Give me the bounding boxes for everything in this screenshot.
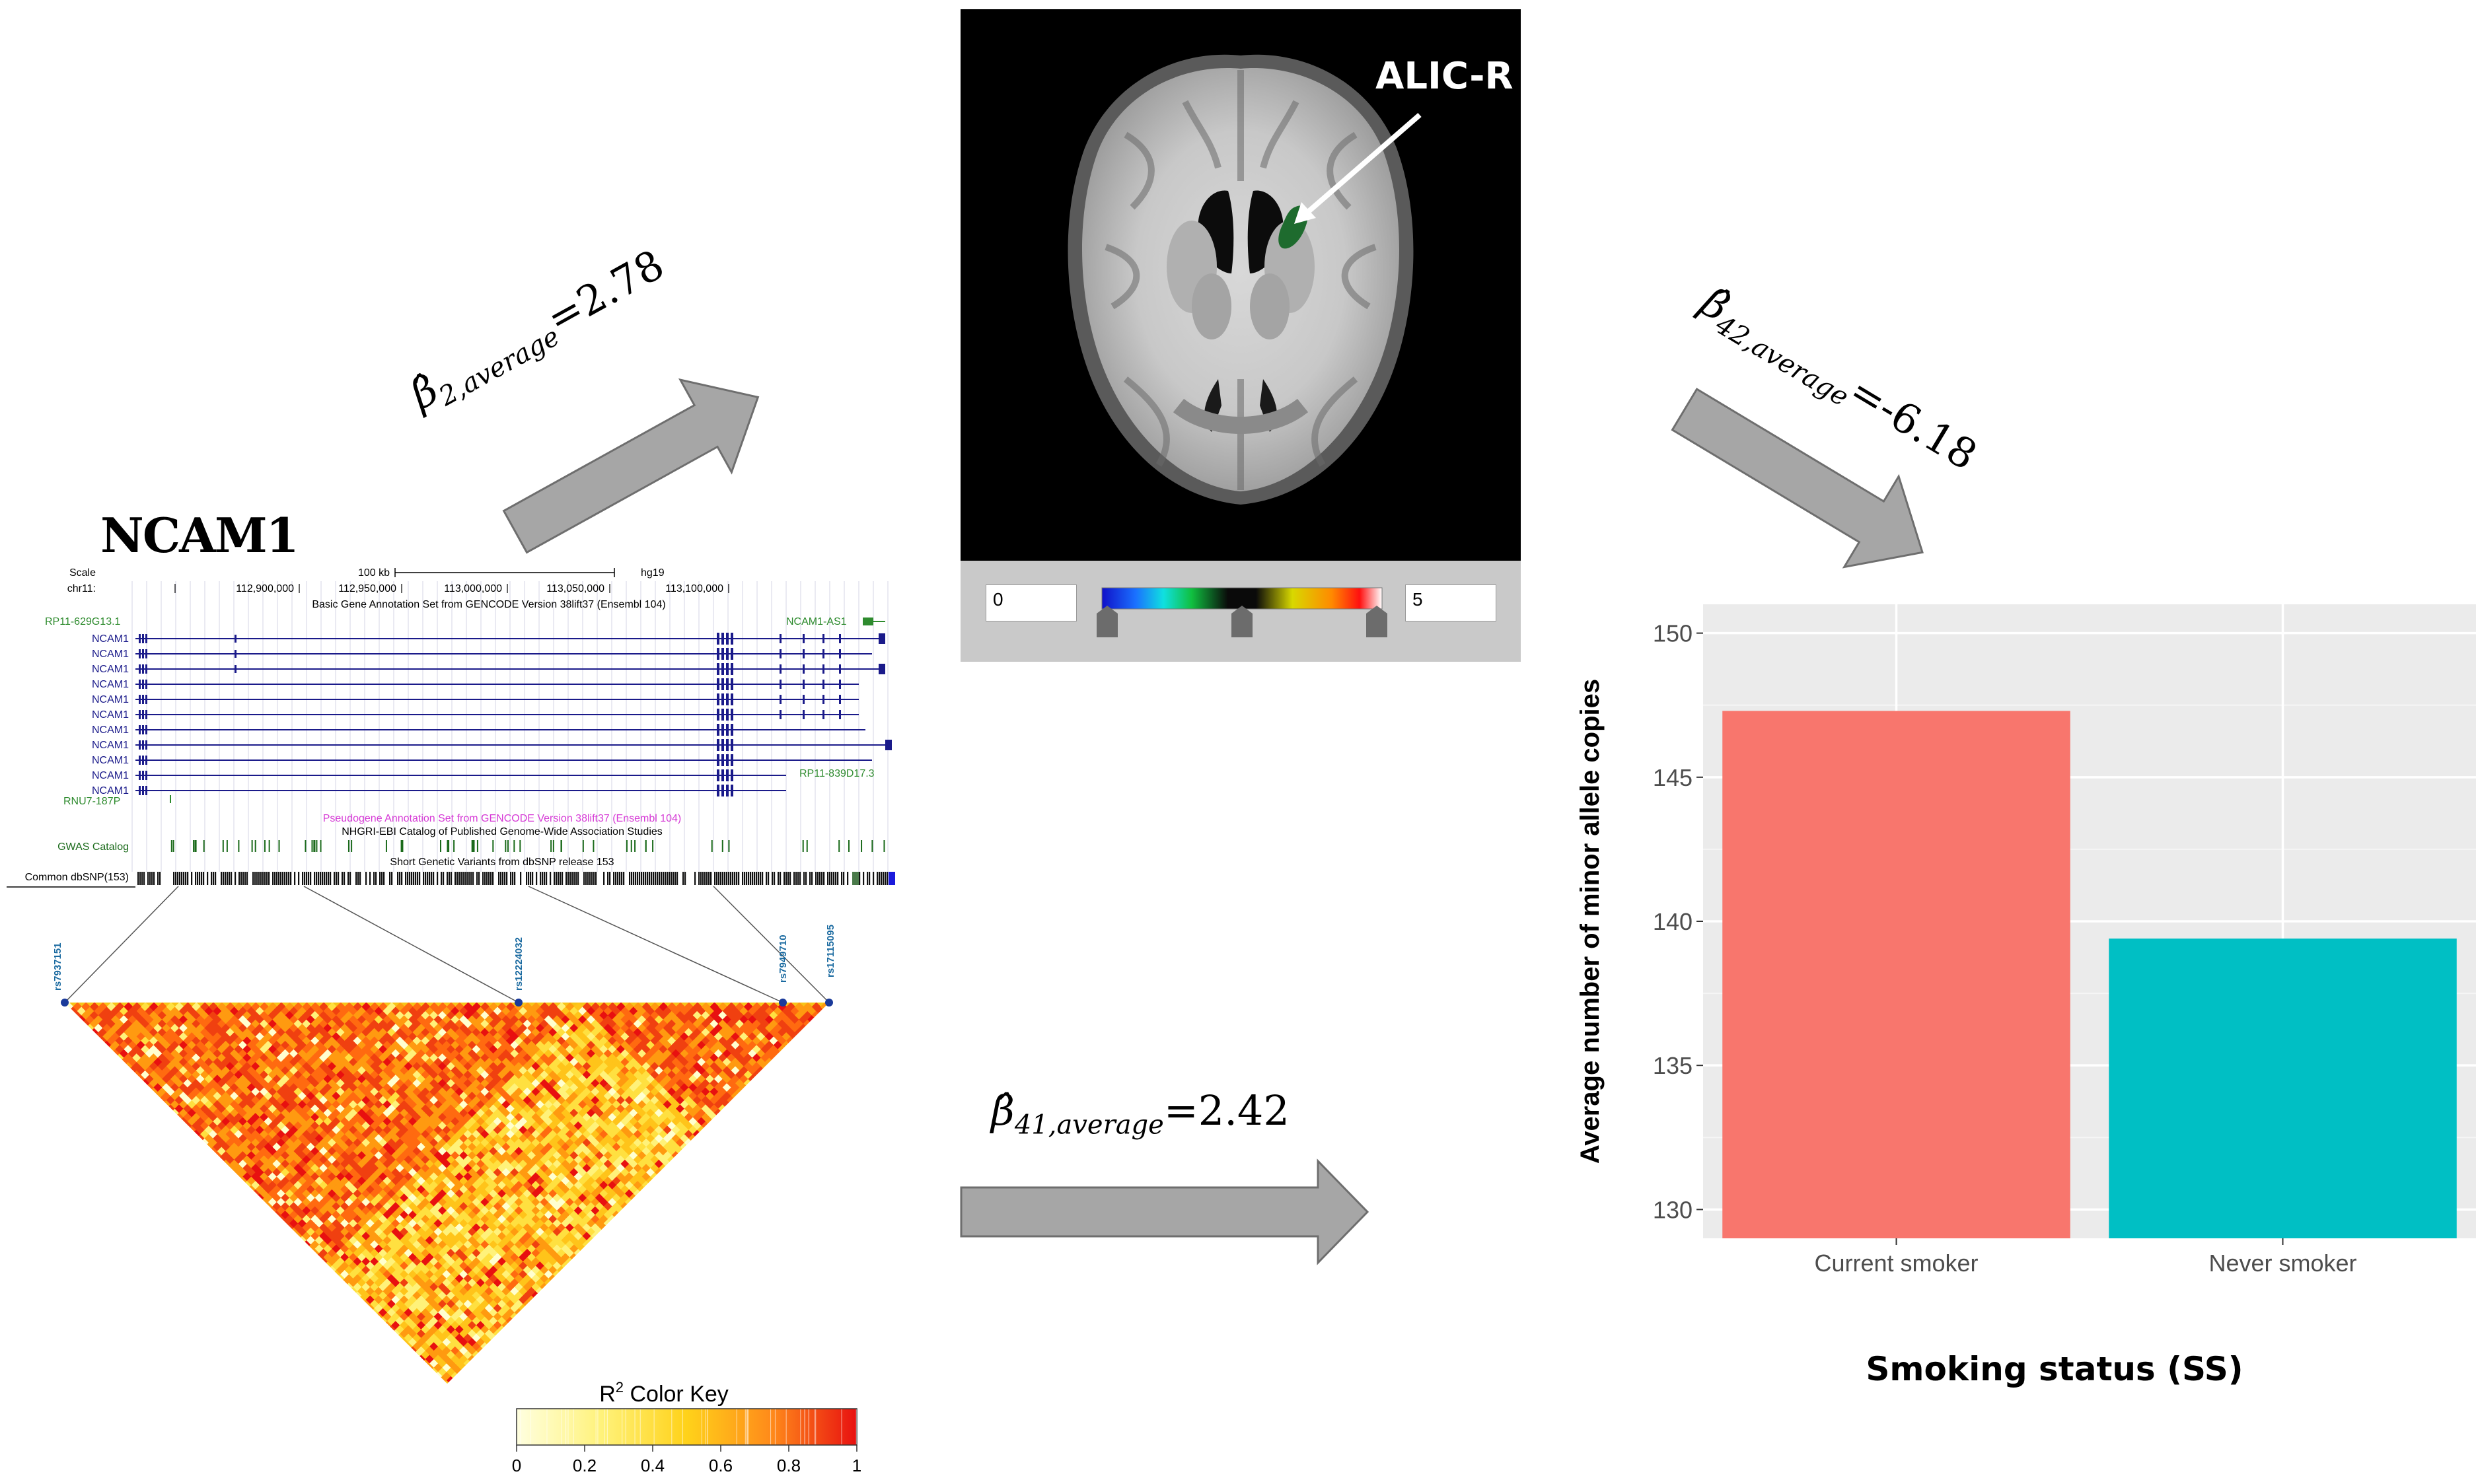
gene-title: NCAM1 <box>100 507 299 563</box>
transcript-label: NCAM1 <box>92 770 129 781</box>
chrom-position: 113,100,000 <box>665 583 723 594</box>
beta41-label: β̂41,average=2.42 <box>991 1086 1290 1141</box>
chrom-position: 112,950,000 <box>338 583 396 594</box>
color-key-tick: 0.2 <box>573 1456 597 1475</box>
alic-r-label: ALIC-R <box>1375 55 1513 98</box>
arrow-beta42 <box>1671 388 1924 569</box>
color-key-tick: 0.8 <box>777 1456 801 1475</box>
snp-rs12224032: rs12224032 <box>513 937 525 991</box>
min-value-field[interactable]: 0 <box>986 584 1077 621</box>
x-axis-label: Smoking status (SS) <box>1866 1350 2243 1388</box>
transcript-label: NCAM1 <box>92 649 129 660</box>
x-tick-label: Current smoker <box>1814 1250 1978 1277</box>
rnu-label: RNU7-187P <box>63 796 120 807</box>
bar-current-smoker <box>1722 711 2070 1238</box>
chrom-position: 112,900,000 <box>236 583 294 594</box>
x-tick-label: Never smoker <box>2208 1250 2356 1277</box>
snp-rs7937151: rs7937151 <box>52 942 63 991</box>
colormap-slider[interactable] <box>1097 584 1387 657</box>
color-key-title: R2 Color Key <box>599 1379 729 1407</box>
assembly-label: hg19 <box>641 567 665 579</box>
transcript-label: NCAM1 <box>92 633 129 645</box>
gwas-label: GWAS Catalog <box>57 841 129 853</box>
transcript-label: NCAM1 <box>92 679 129 690</box>
y-tick-label: 140 <box>1653 908 1693 935</box>
y-axis-label: Average number of minor allele copies <box>1576 679 1605 1164</box>
y-tick-label: 130 <box>1653 1196 1693 1223</box>
color-key-tick: 1 <box>852 1456 861 1475</box>
slider-handle-min <box>1097 606 1118 637</box>
transcript-label: NCAM1 <box>92 785 129 796</box>
color-key-tick: 0 <box>512 1456 521 1475</box>
arrow-beta2 <box>502 378 760 554</box>
transcript-label: NCAM1 <box>92 755 129 766</box>
y-tick-label: 150 <box>1653 620 1693 647</box>
genome-browser: Scale 100 kb hg19 chr11: 112,900,000 112,… <box>0 555 905 892</box>
max-value-field[interactable]: 5 <box>1405 584 1496 621</box>
snp-track-title: Short Genetic Variants from dbSNP releas… <box>390 857 614 868</box>
color-key-bar <box>516 1408 857 1446</box>
snp-rs17115095: rs17115095 <box>825 925 836 977</box>
snp-label: Common dbSNP(153) <box>25 872 129 883</box>
left-gene-label: RP11-629G13.1 <box>45 616 121 627</box>
gwas-track-title: NHGRI-EBI Catalog of Published Genome-Wi… <box>342 826 663 837</box>
transcript-label: NCAM1 <box>92 724 129 736</box>
right-gene-label: NCAM1-AS1 <box>786 616 847 627</box>
transcript-label: NCAM1 <box>92 694 129 705</box>
slider-handle-mid <box>1231 606 1253 637</box>
chrom-label: chr11: <box>67 583 96 594</box>
chrom-position: 113,000,000 <box>444 583 502 594</box>
arrow-beta41 <box>960 1158 1369 1265</box>
chrom-position: 113,050,000 <box>546 583 604 594</box>
scale-value: 100 kb <box>358 567 390 579</box>
transcript-label: NCAM1 <box>92 740 129 751</box>
brain-viewer: ALIC-R <box>961 9 1521 662</box>
slider-handle-max <box>1366 606 1387 637</box>
gencode-track-title: Basic Gene Annotation Set from GENCODE V… <box>312 599 665 610</box>
ld-heatmap: rs7937151 rs12224032 rs7949710 rs1711509… <box>52 886 861 1475</box>
rp11-label: RP11-839D17.3 <box>799 768 875 779</box>
bar-never-smoker <box>2109 938 2457 1238</box>
y-tick-label: 135 <box>1653 1052 1693 1079</box>
scale-label: Scale <box>69 567 96 579</box>
transcript-label: NCAM1 <box>92 664 129 675</box>
y-tick-label: 145 <box>1653 764 1693 791</box>
transcript-label: NCAM1 <box>92 709 129 721</box>
color-key-tick: 0.6 <box>709 1456 733 1475</box>
snp-rs7949710: rs7949710 <box>778 935 789 983</box>
color-key-tick: 0.4 <box>641 1456 665 1475</box>
pseudogene-track-title: Pseudogene Annotation Set from GENCODE V… <box>323 813 682 824</box>
bar-chart: 130 135 140 145 150 Current smoker Never smok… <box>1576 604 2476 1388</box>
